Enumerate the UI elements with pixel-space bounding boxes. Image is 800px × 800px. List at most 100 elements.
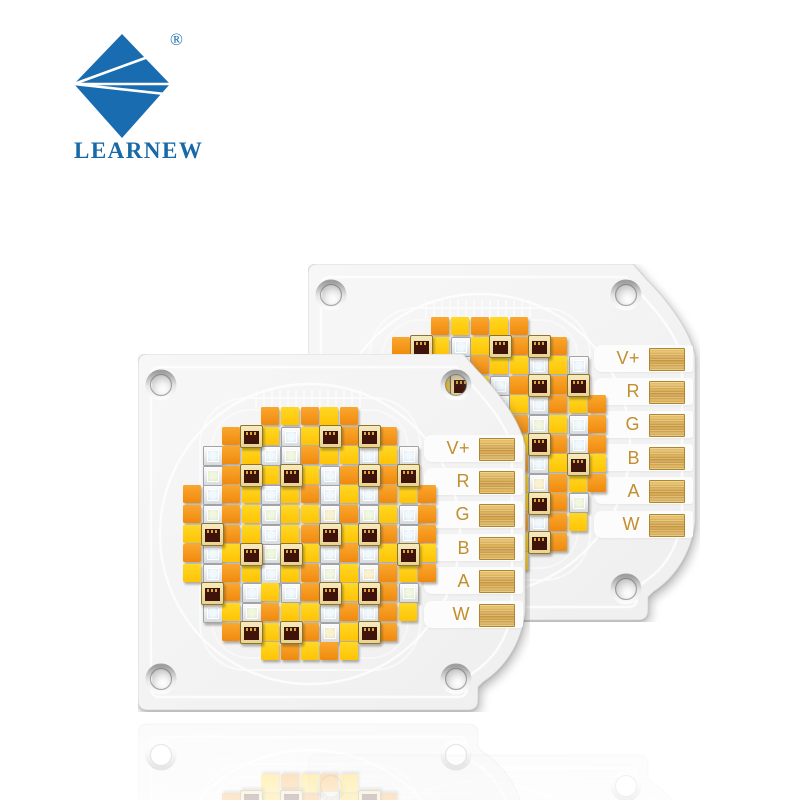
led-die	[361, 529, 377, 543]
yellow-led-chip	[339, 485, 358, 504]
orange-led-chip	[379, 583, 397, 602]
red-led-chip	[567, 452, 591, 476]
yellow-led-chip	[320, 446, 339, 465]
white-led-chip	[281, 583, 301, 604]
led-die	[206, 469, 219, 482]
orange-led-chip	[222, 563, 241, 582]
red-led-chip	[410, 335, 434, 359]
led-die	[324, 626, 337, 639]
orange-led-chip	[379, 603, 397, 621]
orange-led-chip	[379, 465, 397, 484]
orange-led-chip	[431, 317, 450, 335]
white-led-chip	[281, 446, 301, 467]
led-die	[533, 517, 546, 529]
solder-pad	[479, 537, 515, 561]
led-die	[531, 439, 547, 453]
solder-pad	[479, 437, 515, 461]
red-led-chip	[201, 523, 225, 547]
led-die	[401, 470, 417, 484]
red-led-chip	[240, 542, 264, 566]
orange-led-chip	[549, 336, 567, 355]
white-led-chip	[568, 356, 589, 377]
led-die	[324, 607, 337, 619]
white-led-chip	[202, 446, 223, 467]
terminal-label-b: B	[627, 447, 640, 468]
orange-led-chip	[300, 446, 319, 465]
led-chip-array	[183, 772, 438, 800]
red-led-chip	[201, 581, 225, 605]
orange-led-chip	[339, 465, 358, 484]
orange-led-chip	[379, 426, 397, 445]
white-led-chip	[568, 493, 589, 514]
solder-pad	[649, 480, 685, 504]
orange-led-chip	[509, 375, 528, 394]
yellow-led-chip	[549, 415, 567, 433]
yellow-led-chip	[339, 642, 358, 661]
led-die	[361, 627, 377, 641]
red-led-chip	[527, 491, 551, 515]
orange-led-chip	[549, 532, 567, 551]
red-led-chip	[318, 523, 342, 547]
terminal-label-w: W	[622, 514, 640, 534]
led-die	[244, 431, 260, 445]
led-die	[265, 450, 278, 463]
solder-pad	[479, 470, 515, 494]
red-led-chip	[357, 581, 381, 605]
led-die	[533, 360, 546, 373]
red-led-chip	[357, 621, 381, 645]
orange-led-chip	[339, 407, 358, 425]
yellow-led-chip	[379, 505, 397, 523]
yellow-led-chip	[431, 336, 450, 355]
yellow-led-chip	[549, 356, 567, 375]
white-led-chip	[320, 622, 341, 643]
led-die	[206, 489, 219, 502]
led-die	[265, 567, 278, 580]
white-led-chip	[261, 505, 282, 525]
copper-trace-lines	[319, 766, 684, 800]
red-led-chip	[397, 542, 421, 566]
orange-led-chip	[379, 524, 397, 543]
led-die	[324, 489, 337, 502]
white-led-chip	[359, 544, 380, 565]
orange-led-chip	[588, 395, 607, 414]
yellow-led-chip	[261, 583, 280, 602]
led-die	[402, 450, 415, 463]
terminal-label-a: A	[627, 480, 640, 501]
white-led-chip	[529, 395, 550, 416]
orange-led-chip	[339, 544, 358, 563]
yellow-led-chip	[241, 524, 260, 543]
yellow-led-chip	[281, 485, 299, 504]
terminal-label-a: A	[457, 570, 470, 591]
red-led-chip	[279, 542, 303, 566]
yellow-led-chip	[281, 603, 299, 621]
led-die	[265, 509, 278, 521]
red-led-chip	[240, 789, 264, 800]
white-led-chip	[261, 524, 282, 545]
yellow-led-chip	[300, 426, 319, 445]
orange-led-chip	[339, 603, 358, 621]
white-led-chip	[202, 465, 223, 486]
led-die	[244, 627, 260, 641]
led-die	[531, 380, 547, 394]
led-die	[244, 548, 260, 562]
yellow-led-chip	[490, 356, 509, 375]
red-led-chip	[357, 425, 381, 449]
led-die	[363, 607, 376, 619]
led-die	[265, 489, 278, 502]
yellow-led-chip	[451, 317, 469, 335]
led-die	[401, 548, 417, 562]
white-led-chip	[261, 446, 282, 467]
yellow-led-chip	[568, 513, 587, 531]
led-die	[265, 528, 278, 541]
terminal-label-g: G	[455, 504, 470, 525]
led-die	[363, 450, 376, 463]
led-die	[492, 341, 508, 355]
led-die	[363, 489, 376, 502]
orange-led-chip	[379, 622, 397, 641]
yellow-led-chip	[398, 485, 417, 504]
led-die	[244, 470, 260, 484]
